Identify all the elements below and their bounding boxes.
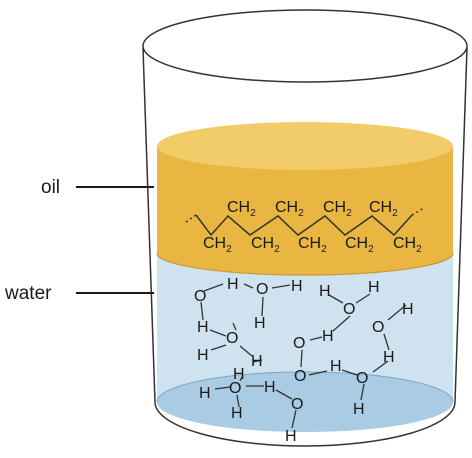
- ch2-group: CH2: [345, 235, 374, 255]
- atom-label: O: [194, 288, 206, 305]
- atom-label: H: [402, 301, 414, 318]
- water-label-group: water: [4, 283, 154, 304]
- bond-line: [210, 344, 227, 351]
- atom-label: O: [256, 281, 268, 298]
- bond-line: [332, 315, 351, 332]
- bond-line: [341, 369, 358, 376]
- water-bonds: [200, 283, 407, 429]
- bond-line: [203, 283, 224, 292]
- atom-label: H: [233, 366, 245, 383]
- beaker-rim: [142, 9, 468, 83]
- atom-label: H: [251, 353, 263, 370]
- ch2-group: CH2: [393, 235, 422, 255]
- atom-label: O: [294, 368, 306, 385]
- atom-label: H: [383, 349, 395, 366]
- atom-label: H: [291, 278, 303, 295]
- atom-label: H: [197, 347, 209, 364]
- oil-water-interface: [156, 252, 454, 276]
- bond-line: [300, 349, 303, 368]
- oil-body: [157, 146, 453, 275]
- ch2-group: CH2: [369, 199, 398, 219]
- beaker-bottom-edge: [154, 401, 456, 447]
- hydrocarbon-chain: CH2 CH2 CH2 CH2 CH2 CH2 CH2 CH2 CH2: [185, 199, 425, 255]
- atom-label: H: [227, 276, 239, 293]
- bond-line: [252, 359, 263, 363]
- bond-line: [214, 386, 231, 390]
- bond-line: [239, 345, 253, 357]
- bond-line: [328, 294, 344, 304]
- bond-line: [372, 360, 389, 373]
- beaker-inner-bottom: [156, 371, 454, 403]
- bond-line: [200, 301, 204, 321]
- bond-line: [243, 283, 254, 289]
- atom-label: O: [291, 396, 303, 413]
- atom-label: O: [372, 319, 384, 336]
- ch2-group: CH2: [323, 199, 352, 219]
- oil-top-surface: [157, 122, 453, 170]
- chain-end-right: [411, 207, 425, 216]
- bond-line: [261, 296, 264, 317]
- bond-line: [271, 284, 291, 289]
- atom-label: H: [353, 401, 365, 418]
- atom-label: H: [319, 283, 331, 300]
- beaker-left-wall: [142, 47, 156, 403]
- bond-line: [209, 329, 227, 337]
- ch2-group: CH2: [251, 235, 280, 255]
- bond-line: [387, 304, 407, 321]
- atom-label: H: [322, 328, 334, 345]
- oil-label: oil: [41, 177, 60, 198]
- water-bottom-surface: [157, 372, 453, 432]
- atom-label: O: [293, 335, 305, 352]
- water-layer: [157, 253, 453, 432]
- bond-line: [239, 376, 243, 382]
- ch2-group: CH2: [203, 235, 232, 255]
- bond-line: [232, 322, 237, 331]
- ch2-group: CH2: [227, 199, 256, 219]
- bond-line: [308, 370, 328, 376]
- bond-line: [383, 333, 390, 351]
- atom-label: H: [285, 428, 297, 445]
- ch2-group: CH2: [275, 199, 304, 219]
- atom-label: H: [254, 315, 266, 332]
- chain-end-left: [185, 214, 197, 223]
- atom-label: H: [264, 379, 276, 396]
- bond-line: [309, 336, 323, 341]
- beaker-right-wall: [454, 47, 468, 403]
- atom-label: O: [229, 380, 241, 397]
- bond-line: [291, 409, 297, 429]
- atom-label: O: [226, 330, 238, 347]
- atom-label: H: [368, 279, 380, 296]
- bond-line: [355, 293, 371, 304]
- beaker: [142, 9, 468, 447]
- atom-label: H: [197, 319, 209, 336]
- oil-layer: [156, 122, 454, 276]
- atom-label: H: [330, 358, 342, 375]
- atom-label: H: [199, 385, 211, 402]
- water-molecules: O H O H H H O H O H H O H H O H O H H H …: [194, 276, 414, 445]
- atom-label: O: [356, 370, 368, 387]
- bond-line: [275, 389, 293, 400]
- water-label: water: [4, 283, 52, 304]
- oil-label-group: oil: [41, 177, 154, 198]
- bond-line: [236, 394, 240, 408]
- ch2-group: CH2: [298, 235, 327, 255]
- atom-label: H: [231, 405, 243, 422]
- chain-bonds: [195, 214, 413, 237]
- bond-line: [360, 383, 365, 401]
- atom-label: O: [343, 301, 355, 318]
